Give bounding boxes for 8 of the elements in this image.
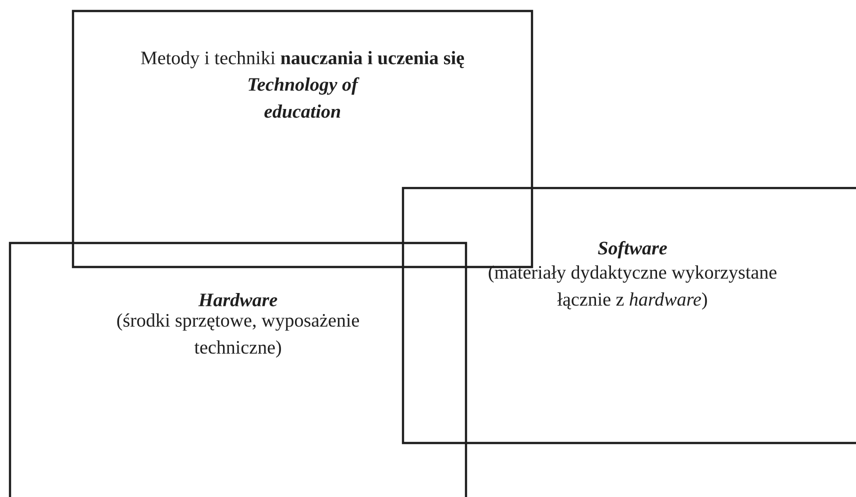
frame-box bbox=[402, 186, 856, 444]
label-text: Metody i techniki nauczania i uczenia się bbox=[141, 51, 464, 68]
label-text: (środki sprzętowe, wyposażenie techniczne) bbox=[117, 313, 359, 358]
heading: Technology of education bbox=[248, 77, 360, 118]
label-text: (materiały dydaktyczne wykorzystane łącznie z hardware) bbox=[488, 265, 776, 310]
frame-box bbox=[8, 242, 468, 497]
heading: Software bbox=[598, 241, 667, 258]
heading: Hardware bbox=[198, 293, 278, 306]
